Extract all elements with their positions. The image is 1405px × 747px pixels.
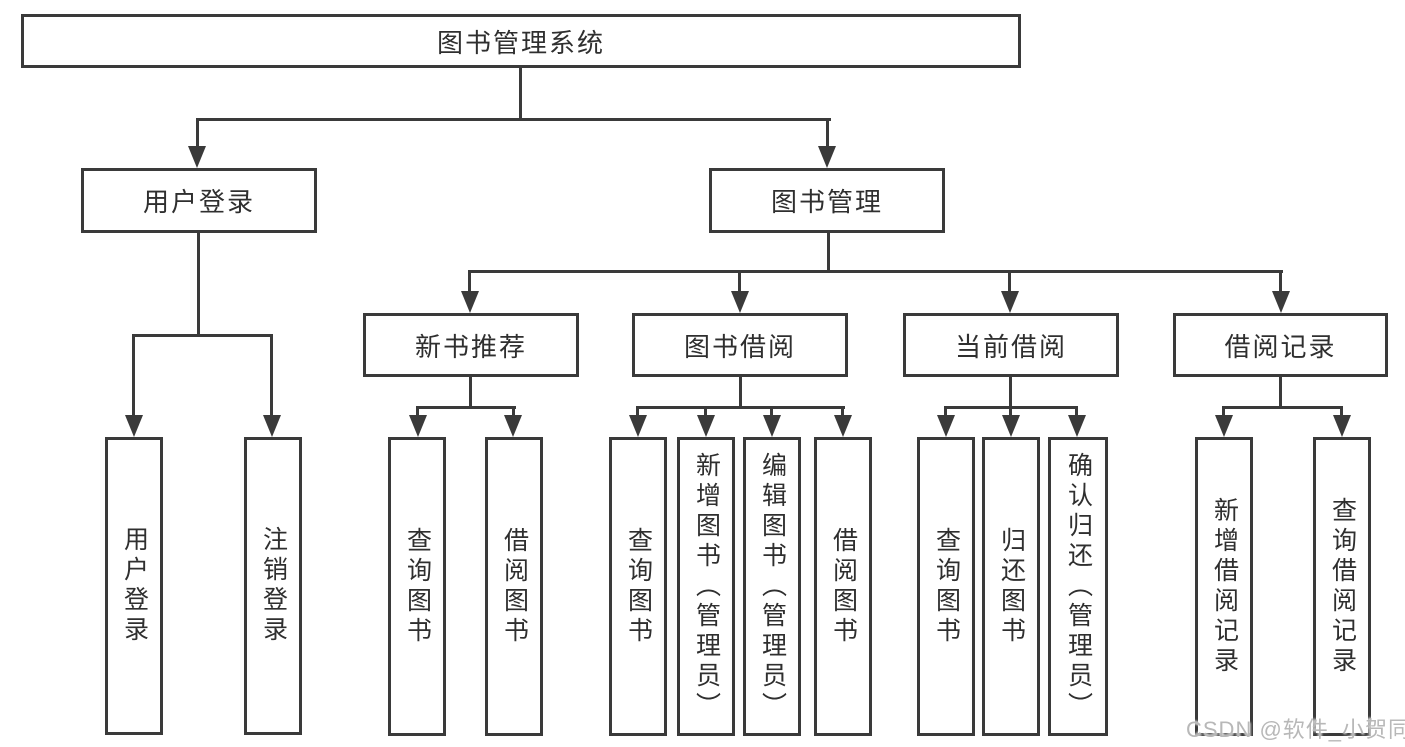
node-add-borrow-record: 新增借阅记录 bbox=[1195, 437, 1253, 736]
connector-line bbox=[416, 406, 419, 415]
connector-line bbox=[1009, 406, 1012, 415]
node-user-login: 用户登录 bbox=[81, 168, 317, 233]
connector-line bbox=[1222, 406, 1343, 409]
connector-line bbox=[1279, 270, 1282, 291]
node-edit-book-admin: 编辑图书（管理员） bbox=[743, 437, 801, 736]
connector-line bbox=[1340, 406, 1343, 415]
csdn-watermark: CSDN @软件_小贺同学 bbox=[1186, 717, 1405, 742]
arrow-down-icon bbox=[629, 415, 647, 437]
arrow-down-icon bbox=[1272, 291, 1290, 313]
connector-line bbox=[132, 334, 273, 337]
connector-line bbox=[468, 270, 1283, 273]
node-user-login-leaf: 用户登录 bbox=[105, 437, 163, 735]
connector-line bbox=[738, 270, 741, 291]
connector-line bbox=[636, 406, 639, 415]
connector-line bbox=[469, 377, 472, 408]
node-book-management: 图书管理 bbox=[709, 168, 945, 233]
arrow-down-icon bbox=[188, 146, 206, 168]
connector-line bbox=[1222, 406, 1225, 415]
connector-line bbox=[827, 233, 830, 273]
connector-line bbox=[1279, 377, 1282, 408]
node-add-book-admin: 新增图书（管理员） bbox=[677, 437, 735, 736]
connector-line bbox=[512, 406, 515, 415]
connector-line bbox=[468, 270, 471, 291]
arrow-down-icon bbox=[504, 415, 522, 437]
connector-line bbox=[1075, 406, 1078, 415]
connector-line bbox=[270, 334, 273, 415]
node-root: 图书管理系统 bbox=[21, 14, 1021, 68]
connector-line bbox=[704, 406, 707, 415]
connector-line bbox=[197, 233, 200, 337]
connector-line bbox=[1009, 377, 1012, 408]
connector-line bbox=[841, 406, 844, 415]
node-book-borrow: 图书借阅 bbox=[632, 313, 848, 377]
node-confirm-return-admin: 确认归还（管理员） bbox=[1048, 437, 1108, 736]
arrow-down-icon bbox=[409, 415, 427, 437]
node-new-book-recommend: 新书推荐 bbox=[363, 313, 579, 377]
arrow-down-icon bbox=[697, 415, 715, 437]
node-borrow-record: 借阅记录 bbox=[1173, 313, 1388, 377]
node-borrow-book-b: 借阅图书 bbox=[814, 437, 872, 736]
arrow-down-icon bbox=[1001, 291, 1019, 313]
node-logout-leaf: 注销登录 bbox=[244, 437, 302, 735]
arrow-down-icon bbox=[263, 415, 281, 437]
node-query-book-c: 查询图书 bbox=[917, 437, 975, 736]
node-return-book: 归还图书 bbox=[982, 437, 1040, 736]
node-current-borrow: 当前借阅 bbox=[903, 313, 1119, 377]
connector-line bbox=[739, 377, 742, 408]
node-borrow-book-a: 借阅图书 bbox=[485, 437, 543, 736]
arrow-down-icon bbox=[1002, 415, 1020, 437]
node-query-book-a: 查询图书 bbox=[388, 437, 446, 736]
connector-line bbox=[519, 68, 522, 119]
node-query-book-b: 查询图书 bbox=[609, 437, 667, 736]
arrow-down-icon bbox=[937, 415, 955, 437]
connector-line bbox=[416, 406, 516, 409]
arrow-down-icon bbox=[1068, 415, 1086, 437]
arrow-down-icon bbox=[834, 415, 852, 437]
connector-line bbox=[944, 406, 947, 415]
arrow-down-icon bbox=[1333, 415, 1351, 437]
node-query-borrow-record: 查询借阅记录 bbox=[1313, 437, 1371, 736]
connector-line bbox=[826, 118, 829, 146]
connector-line bbox=[1008, 270, 1011, 291]
connector-line bbox=[196, 118, 831, 121]
arrow-down-icon bbox=[1215, 415, 1233, 437]
arrow-down-icon bbox=[731, 291, 749, 313]
connector-line bbox=[196, 118, 199, 146]
arrow-down-icon bbox=[818, 146, 836, 168]
arrow-down-icon bbox=[763, 415, 781, 437]
arrow-down-icon bbox=[125, 415, 143, 437]
connector-line bbox=[636, 406, 845, 409]
connector-line bbox=[132, 334, 135, 415]
connector-line bbox=[770, 406, 773, 415]
arrow-down-icon bbox=[461, 291, 479, 313]
